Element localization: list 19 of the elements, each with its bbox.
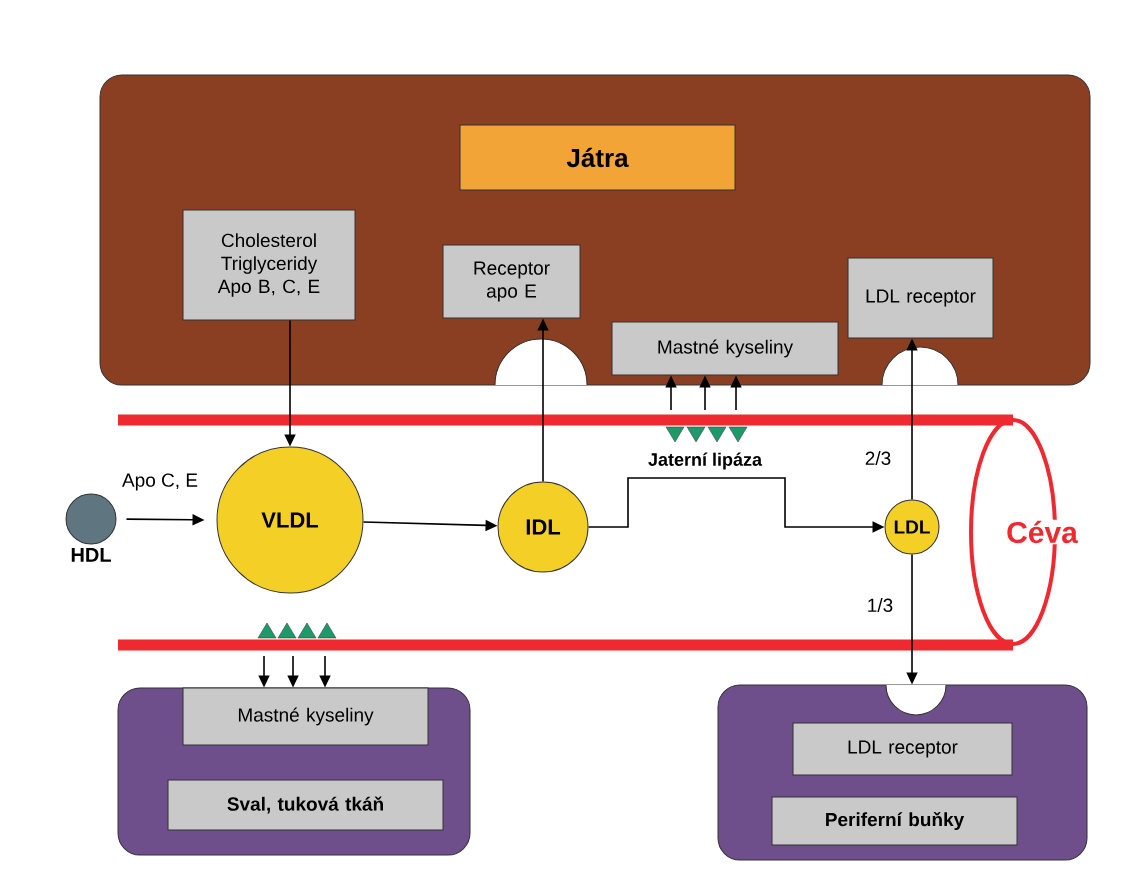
- receptor-box: LDL receptor: [847, 257, 994, 339]
- receptor-box: Receptor apo E: [442, 244, 581, 319]
- fatty-acid-box: Mastné kyseliny: [182, 687, 429, 746]
- edge-label: 1/3: [865, 597, 895, 613]
- enzyme-label: Jaterní lipáza: [647, 451, 764, 471]
- idl-particle: IDL: [497, 481, 589, 573]
- receptor-box: LDL receptor: [792, 722, 1013, 776]
- hdl-particle: HDL: [65, 493, 117, 562]
- fatty-acid-box: Mastné kyseliny: [611, 321, 839, 376]
- ldl-particle: LDL: [884, 499, 940, 555]
- edge-label: Apo C, E: [121, 472, 200, 492]
- content-box: Cholesterol Triglyceridy Apo B, C, E: [182, 209, 356, 321]
- node-label: HDL: [71, 548, 111, 562]
- title-box: Játra: [459, 124, 736, 191]
- tissue-box: Sval, tuková tkáň: [167, 779, 444, 831]
- vldl-particle: VLDL: [216, 446, 364, 594]
- edge-label: 2/3: [863, 450, 893, 466]
- cell-box: Periferní buňky: [771, 796, 1018, 846]
- vessel-label: Céva: [1005, 519, 1079, 545]
